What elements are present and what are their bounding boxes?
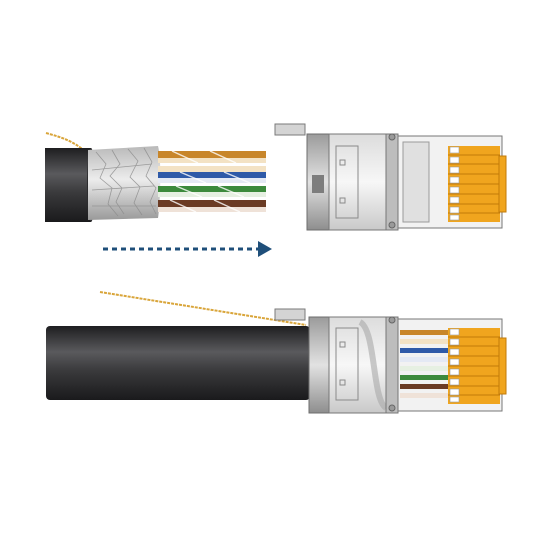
inserted-wires [400,330,448,398]
twisted-pairs [158,150,266,213]
arrowhead [258,241,272,257]
cable-jacket [45,148,91,222]
stripped-cable [45,132,266,222]
direction-arrow [103,241,272,257]
metal-shell [328,133,390,231]
latch-tab-assembled [274,308,306,321]
plug-boot-assembled [308,316,330,414]
cable-body [46,326,310,400]
braid-texture [91,147,157,217]
drain-wire-assembled [99,291,307,326]
modular-plug-empty [274,123,507,231]
shell-collar [385,133,399,231]
gold-contacts [448,146,500,222]
assembled-connector [46,291,507,414]
gold-contacts-assembled [448,328,500,404]
latch-tab [274,123,306,136]
